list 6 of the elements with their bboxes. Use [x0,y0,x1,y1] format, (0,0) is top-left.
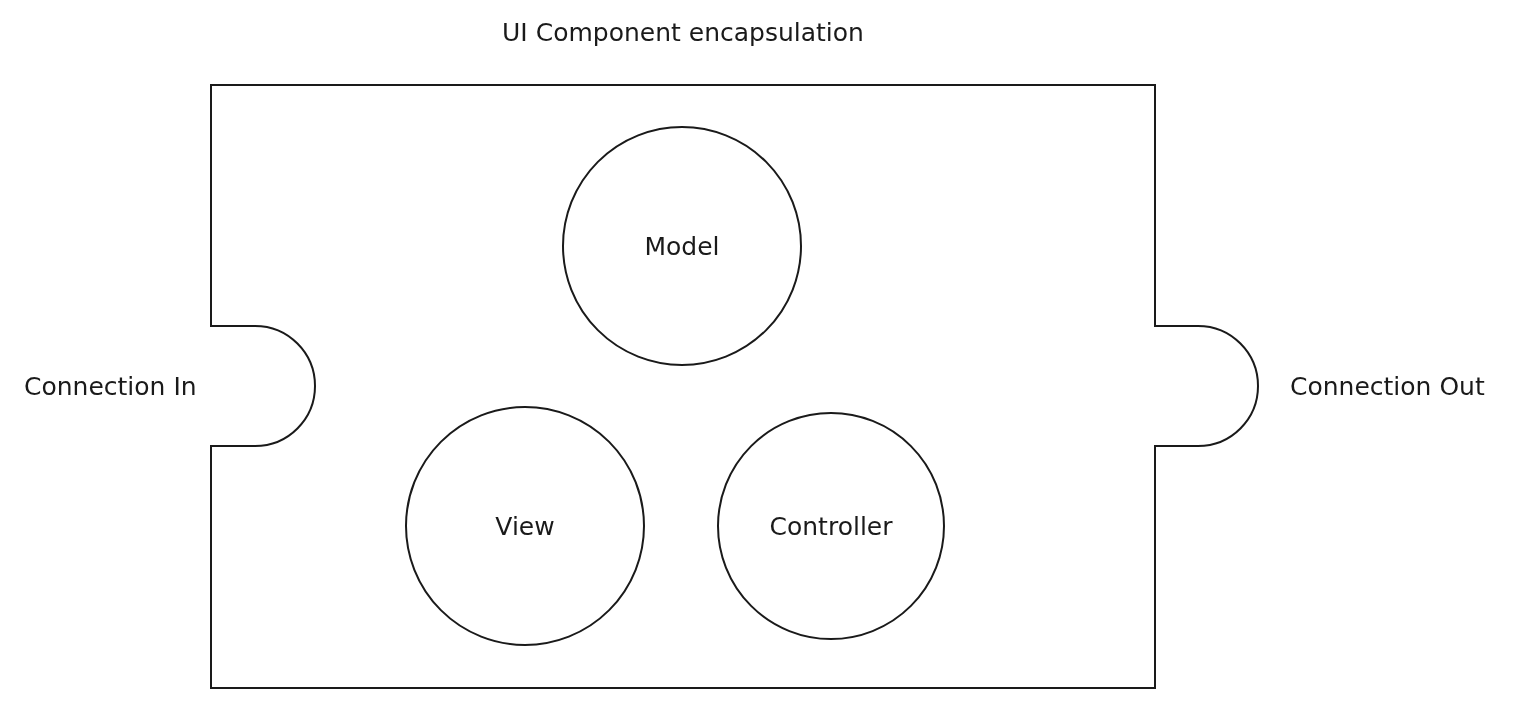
component-label: UI Component encapsulation [502,18,864,47]
circle-label: Controller [769,511,893,541]
circle-label: Model [644,231,720,261]
connection-label: Connection Out [1290,372,1485,401]
circle-label: View [495,511,555,541]
connection-label: Connection In [24,372,197,401]
